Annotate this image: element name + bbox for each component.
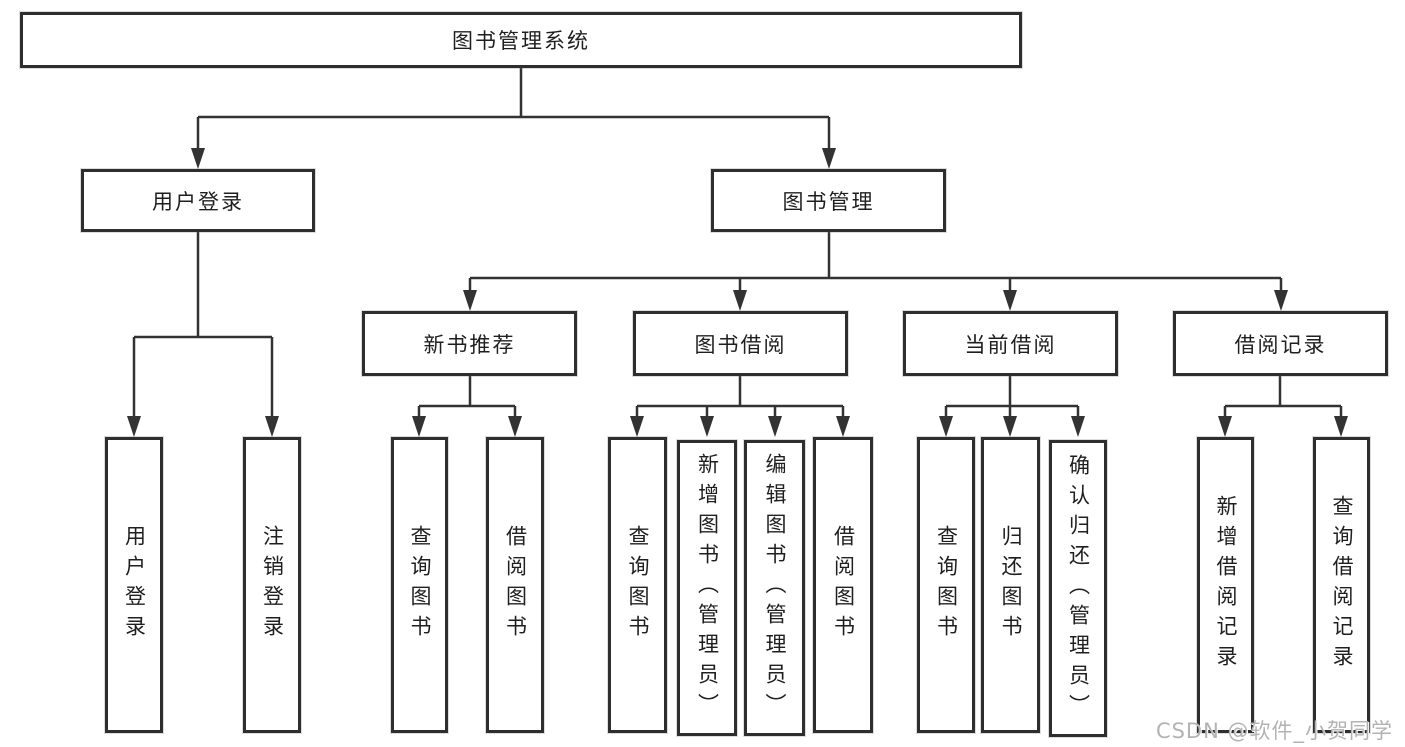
node-book-borrowing: 图书借阅 [633,311,848,376]
node-book-management: 图书管理 [711,169,946,232]
node-current-borrowing: 当前借阅 [903,311,1118,376]
csdn-watermark: CSDN @软件_小贺同学 [1155,719,1393,743]
node-root-system: 图书管理系统 [20,12,1022,68]
node-borrow-records: 借阅记录 [1173,311,1388,376]
node-current-return-books: 归还图书 [981,437,1040,733]
node-recommend-query-books: 查询图书 [391,437,448,733]
node-borrowing-query-books: 查询图书 [608,437,667,733]
node-borrowing-edit-books-admin: 编辑图书（管理员） [744,440,805,736]
arrowhead-icon [127,416,279,437]
edge-management-to-level3 [468,232,1283,292]
arrowhead-icon [1218,416,1348,437]
arrowhead-icon [463,290,1288,311]
node-current-query-books: 查询图书 [917,437,975,733]
edge-recommend-to-children [417,376,517,418]
node-records-add-record: 新增借阅记录 [1197,437,1254,733]
node-new-book-recommend: 新书推荐 [362,311,577,376]
node-user-login: 用户登录 [81,169,315,232]
node-recommend-borrow-books: 借阅图书 [486,437,544,733]
edge-records-to-children [1223,376,1343,418]
arrowhead-icon [939,416,1085,437]
node-borrowing-borrow-books: 借阅图书 [813,437,873,733]
arrowhead-icon [412,416,522,437]
edge-borrow-to-children [635,376,845,418]
node-login-logout: 注销登录 [243,437,301,733]
node-current-confirm-return-admin: 确认归还（管理员） [1049,440,1107,737]
edge-current-to-children [944,376,1080,418]
node-records-query-record: 查询借阅记录 [1313,437,1370,733]
arrowhead-icon [191,148,836,169]
arrowhead-icon [630,416,850,437]
edge-login-to-children [132,232,274,418]
node-borrowing-add-books-admin: 新增图书（管理员） [677,440,737,736]
node-login-user-login: 用户登录 [105,437,163,733]
edge-root-to-level2 [196,68,831,150]
